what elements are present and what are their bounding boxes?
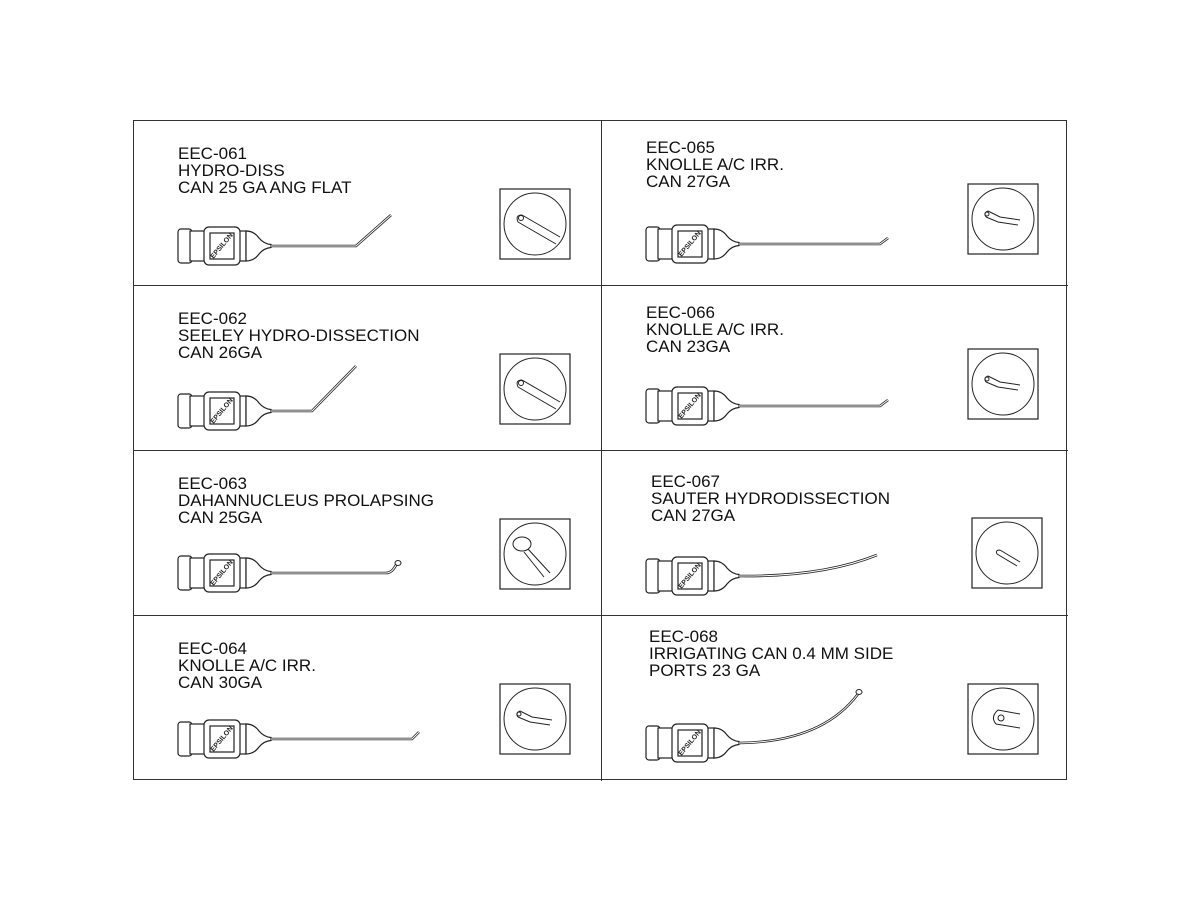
cannula-needle — [739, 236, 889, 246]
product-description-line: PORTS 23 GA — [649, 661, 761, 680]
product-description-line: CAN 23GA — [646, 337, 731, 356]
cannula-hub — [645, 723, 740, 763]
cannula-needle — [739, 398, 889, 408]
cannula-drawing: EPSILON — [177, 353, 571, 431]
product-description-line: SAUTER HYDRODISSECTION — [651, 489, 890, 508]
cannula-hub — [645, 556, 740, 596]
tip-detail-inset — [967, 683, 1039, 755]
product-code: EEC-062 — [178, 309, 247, 328]
tip-detail-inset — [967, 348, 1039, 420]
product-description-line: CAN 27GA — [651, 506, 736, 525]
product-description-line: CAN 30GA — [178, 673, 263, 692]
product-code: EEC-066 — [646, 303, 715, 322]
cannula-hub — [177, 719, 272, 759]
product-code: EEC-063 — [178, 474, 247, 493]
cannula-needle — [738, 553, 878, 578]
product-code: EEC-064 — [178, 639, 247, 658]
cannula-drawing: EPSILON — [177, 683, 571, 759]
cannula-drawing: EPSILON — [645, 183, 1039, 264]
product-code: EEC-068 — [649, 627, 718, 646]
cannula-drawing: EPSILON — [177, 188, 571, 266]
cannula-hub — [645, 224, 740, 264]
cannula-drawing: EPSILON — [177, 518, 571, 593]
cannula-tip-bulb — [394, 560, 402, 566]
cannula-tip-bulb — [855, 689, 863, 695]
product-code: EEC-067 — [651, 472, 720, 491]
product-description-line: KNOLLE A/C IRR. — [646, 320, 784, 339]
cannula-needle — [271, 564, 398, 575]
product-description-line: CAN 25 GA ANG FLAT — [178, 178, 352, 197]
product-description-line: DAHANNUCLEUS PROLAPSING — [178, 491, 435, 510]
product-code: EEC-061 — [178, 144, 247, 163]
cannula-needle — [271, 365, 357, 413]
cannula-drawing: EPSILON — [645, 348, 1039, 426]
cannula-needle — [271, 731, 420, 741]
product-description-line: CAN 26GA — [178, 343, 263, 362]
cannula-hub — [177, 391, 272, 431]
cannula-hub — [177, 553, 272, 593]
cannula-hub — [645, 386, 740, 426]
tip-detail-inset — [499, 353, 571, 425]
cannula-hub — [177, 226, 272, 266]
product-code: EEC-065 — [646, 138, 715, 157]
tip-detail-inset — [971, 517, 1043, 589]
tip-detail-inset — [499, 683, 571, 755]
cannula-needle — [738, 693, 860, 745]
product-description-line: IRRIGATING CAN 0.4 MM SIDE — [649, 644, 894, 663]
tip-detail-inset — [967, 183, 1039, 255]
product-description-line: KNOLLE A/C IRR. — [646, 155, 784, 174]
tip-detail-inset — [499, 518, 571, 590]
product-description-line: HYDRO-DISS — [178, 161, 285, 180]
product-description-line: SEELEY HYDRO-DISSECTION — [178, 326, 420, 345]
cannula-drawing: EPSILON — [645, 517, 1043, 596]
cannula-drawing: EPSILON — [645, 683, 1039, 763]
product-description-line: CAN 27GA — [646, 172, 731, 191]
tip-detail-inset — [499, 188, 571, 260]
product-description-line: KNOLLE A/C IRR. — [178, 656, 316, 675]
product-description-line: CAN 25GA — [178, 508, 263, 527]
